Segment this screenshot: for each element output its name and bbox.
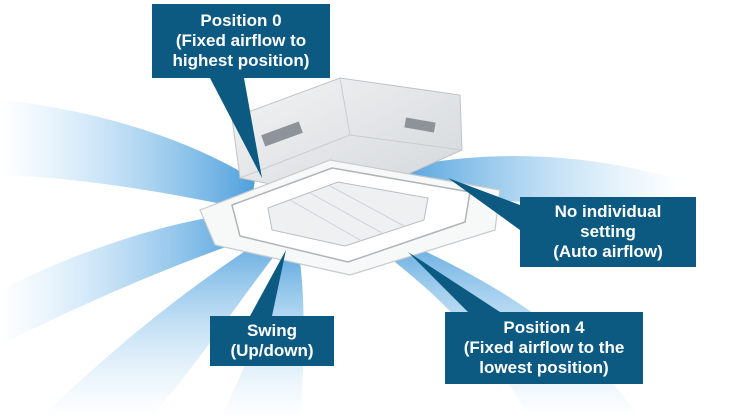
airflow-stream-left-mid: [0, 212, 252, 345]
callout-position-0-title: Position 0: [200, 11, 282, 30]
callout-position-4-detail: (Fixed airflow to the: [463, 338, 625, 357]
unit-side-vent: [404, 117, 436, 133]
callout-auto-detail-2: (Auto airflow): [553, 242, 663, 261]
airflow-stream-left-low: [40, 240, 275, 419]
callout-position-4-title: Position 4: [503, 318, 585, 337]
callout-position-0: Position 0 (Fixed airflow to highest pos…: [152, 4, 330, 78]
callout-auto-detail: setting: [580, 222, 636, 241]
callout-swing-detail: (Up/down): [230, 341, 314, 360]
callout-position-4: Position 4 (Fixed airflow to the lowest …: [445, 312, 643, 384]
callout-swing: Swing (Up/down): [210, 316, 334, 366]
ceiling-cassette-ac-unit: [199, 77, 501, 276]
callout-position-4-detail-2: lowest position): [479, 358, 609, 377]
callout-auto-title: No individual: [554, 202, 662, 221]
callout-swing-title: Swing: [246, 321, 298, 340]
callout-auto-airflow: No individual setting (Auto airflow): [520, 197, 696, 267]
unit-side-vent: [261, 121, 303, 147]
callout-position-0-detail-2: highest position): [172, 51, 310, 70]
airflow-stream-left-upper: [0, 100, 255, 210]
callout-position-0-detail: (Fixed airflow to: [175, 31, 307, 50]
